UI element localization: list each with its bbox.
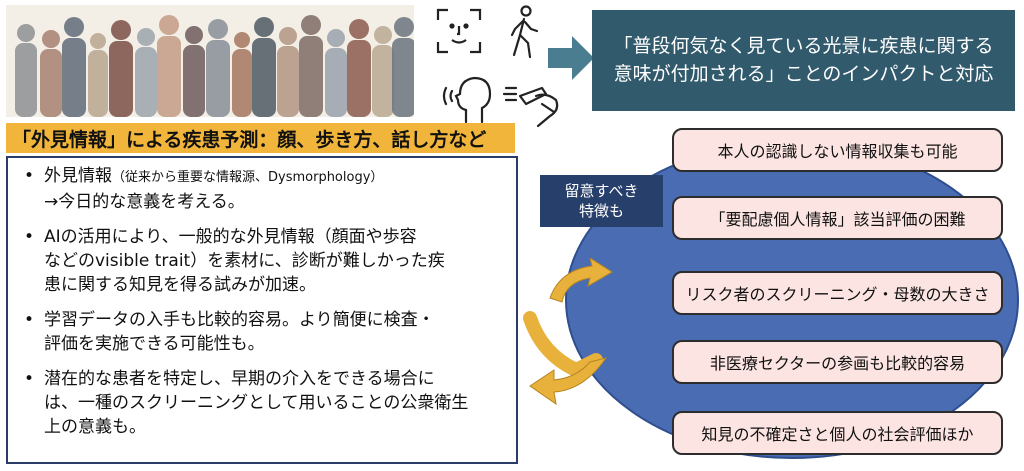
bullet-2-line2: などのvisible trait）を素材に、診断が難しかった疾 xyxy=(44,251,445,271)
notice-label: 留意すべき 特徴も xyxy=(540,175,663,227)
feature-box-2: 「要配慮個人情報」該当評価の困難 xyxy=(672,196,1003,240)
bullet-3-line2: 評価を実施できる可能性も。 xyxy=(44,334,265,354)
walking-person-icon xyxy=(506,5,542,63)
list-item: 学習データの入手も比較的容易。より簡便に検査・ 評価を実施できる可能性も。 xyxy=(24,308,508,356)
feature-box-1: 本人の認識しない情報収集も可能 xyxy=(672,128,1003,172)
impact-line-2: 意味が付加される」ことのインパクトと対応 xyxy=(613,62,994,85)
bullet-list-box: 外見情報（従来から重要な情報源、Dysmorphology） →今日的な意義を考… xyxy=(6,156,518,464)
impact-line-1: 「普段何気なく見ている光景に疾患に関する xyxy=(613,34,994,57)
list-item: AIの活用により、一般的な外見情報（顔面や歩容 などのvisible trait… xyxy=(24,225,508,297)
bullet-3-line1: 学習データの入手も比較的容易。より簡便に検査・ xyxy=(44,310,435,330)
cycle-arrows-icon xyxy=(520,256,630,412)
crowd-illustration xyxy=(6,5,414,117)
bullet-1-note: （従来から重要な情報源、Dysmorphology） xyxy=(112,170,384,185)
bullet-list: 外見情報（従来から重要な情報源、Dysmorphology） →今日的な意義を考… xyxy=(16,164,508,439)
notice-label-line-2: 特徴も xyxy=(578,202,624,220)
hand-writing-icon xyxy=(502,82,564,136)
section-title: 「外見情報」による疾患予測：顔、歩き方、話し方など xyxy=(6,123,515,153)
feature-box-5: 知見の不確定さと個人の社会評価ほか xyxy=(672,411,1003,455)
notice-label-line-1: 留意すべき xyxy=(564,181,639,200)
feature-box-4: 非医療セクターの参画も比較的容易 xyxy=(672,340,1003,384)
bullet-1-line2: →今日的な意義を考える。 xyxy=(44,192,245,212)
speaking-head-icon xyxy=(442,74,494,128)
impact-box: 「普段何気なく見ている光景に疾患に関する 意味が付加される」ことのインパクトと対… xyxy=(592,10,1015,111)
bullet-4-line3: 上の意義も。 xyxy=(44,417,146,437)
list-item: 外見情報（従来から重要な情報源、Dysmorphology） →今日的な意義を考… xyxy=(24,164,508,214)
bullet-4-line2: は、一種のスクリーニングとして用いることの公衆衛生 xyxy=(44,393,469,413)
face-scan-icon xyxy=(436,8,482,58)
bullet-4-line1: 潜在的な患者を特定し、早期の介入をできる場合に xyxy=(44,369,435,389)
bullet-2-line1: AIの活用により、一般的な外見情報（顔面や歩容 xyxy=(44,227,417,247)
arrow-right-icon xyxy=(548,36,594,84)
feature-box-3: リスク者のスクリーニング・母数の大きさ xyxy=(672,271,1003,315)
list-item: 潜在的な患者を特定し、早期の介入をできる場合に は、一種のスクリーニングとして用… xyxy=(24,367,508,439)
bullet-2-line3: 患に関する知見を得る試みが加速。 xyxy=(44,275,316,295)
bullet-1-main: 外見情報 xyxy=(44,166,112,186)
